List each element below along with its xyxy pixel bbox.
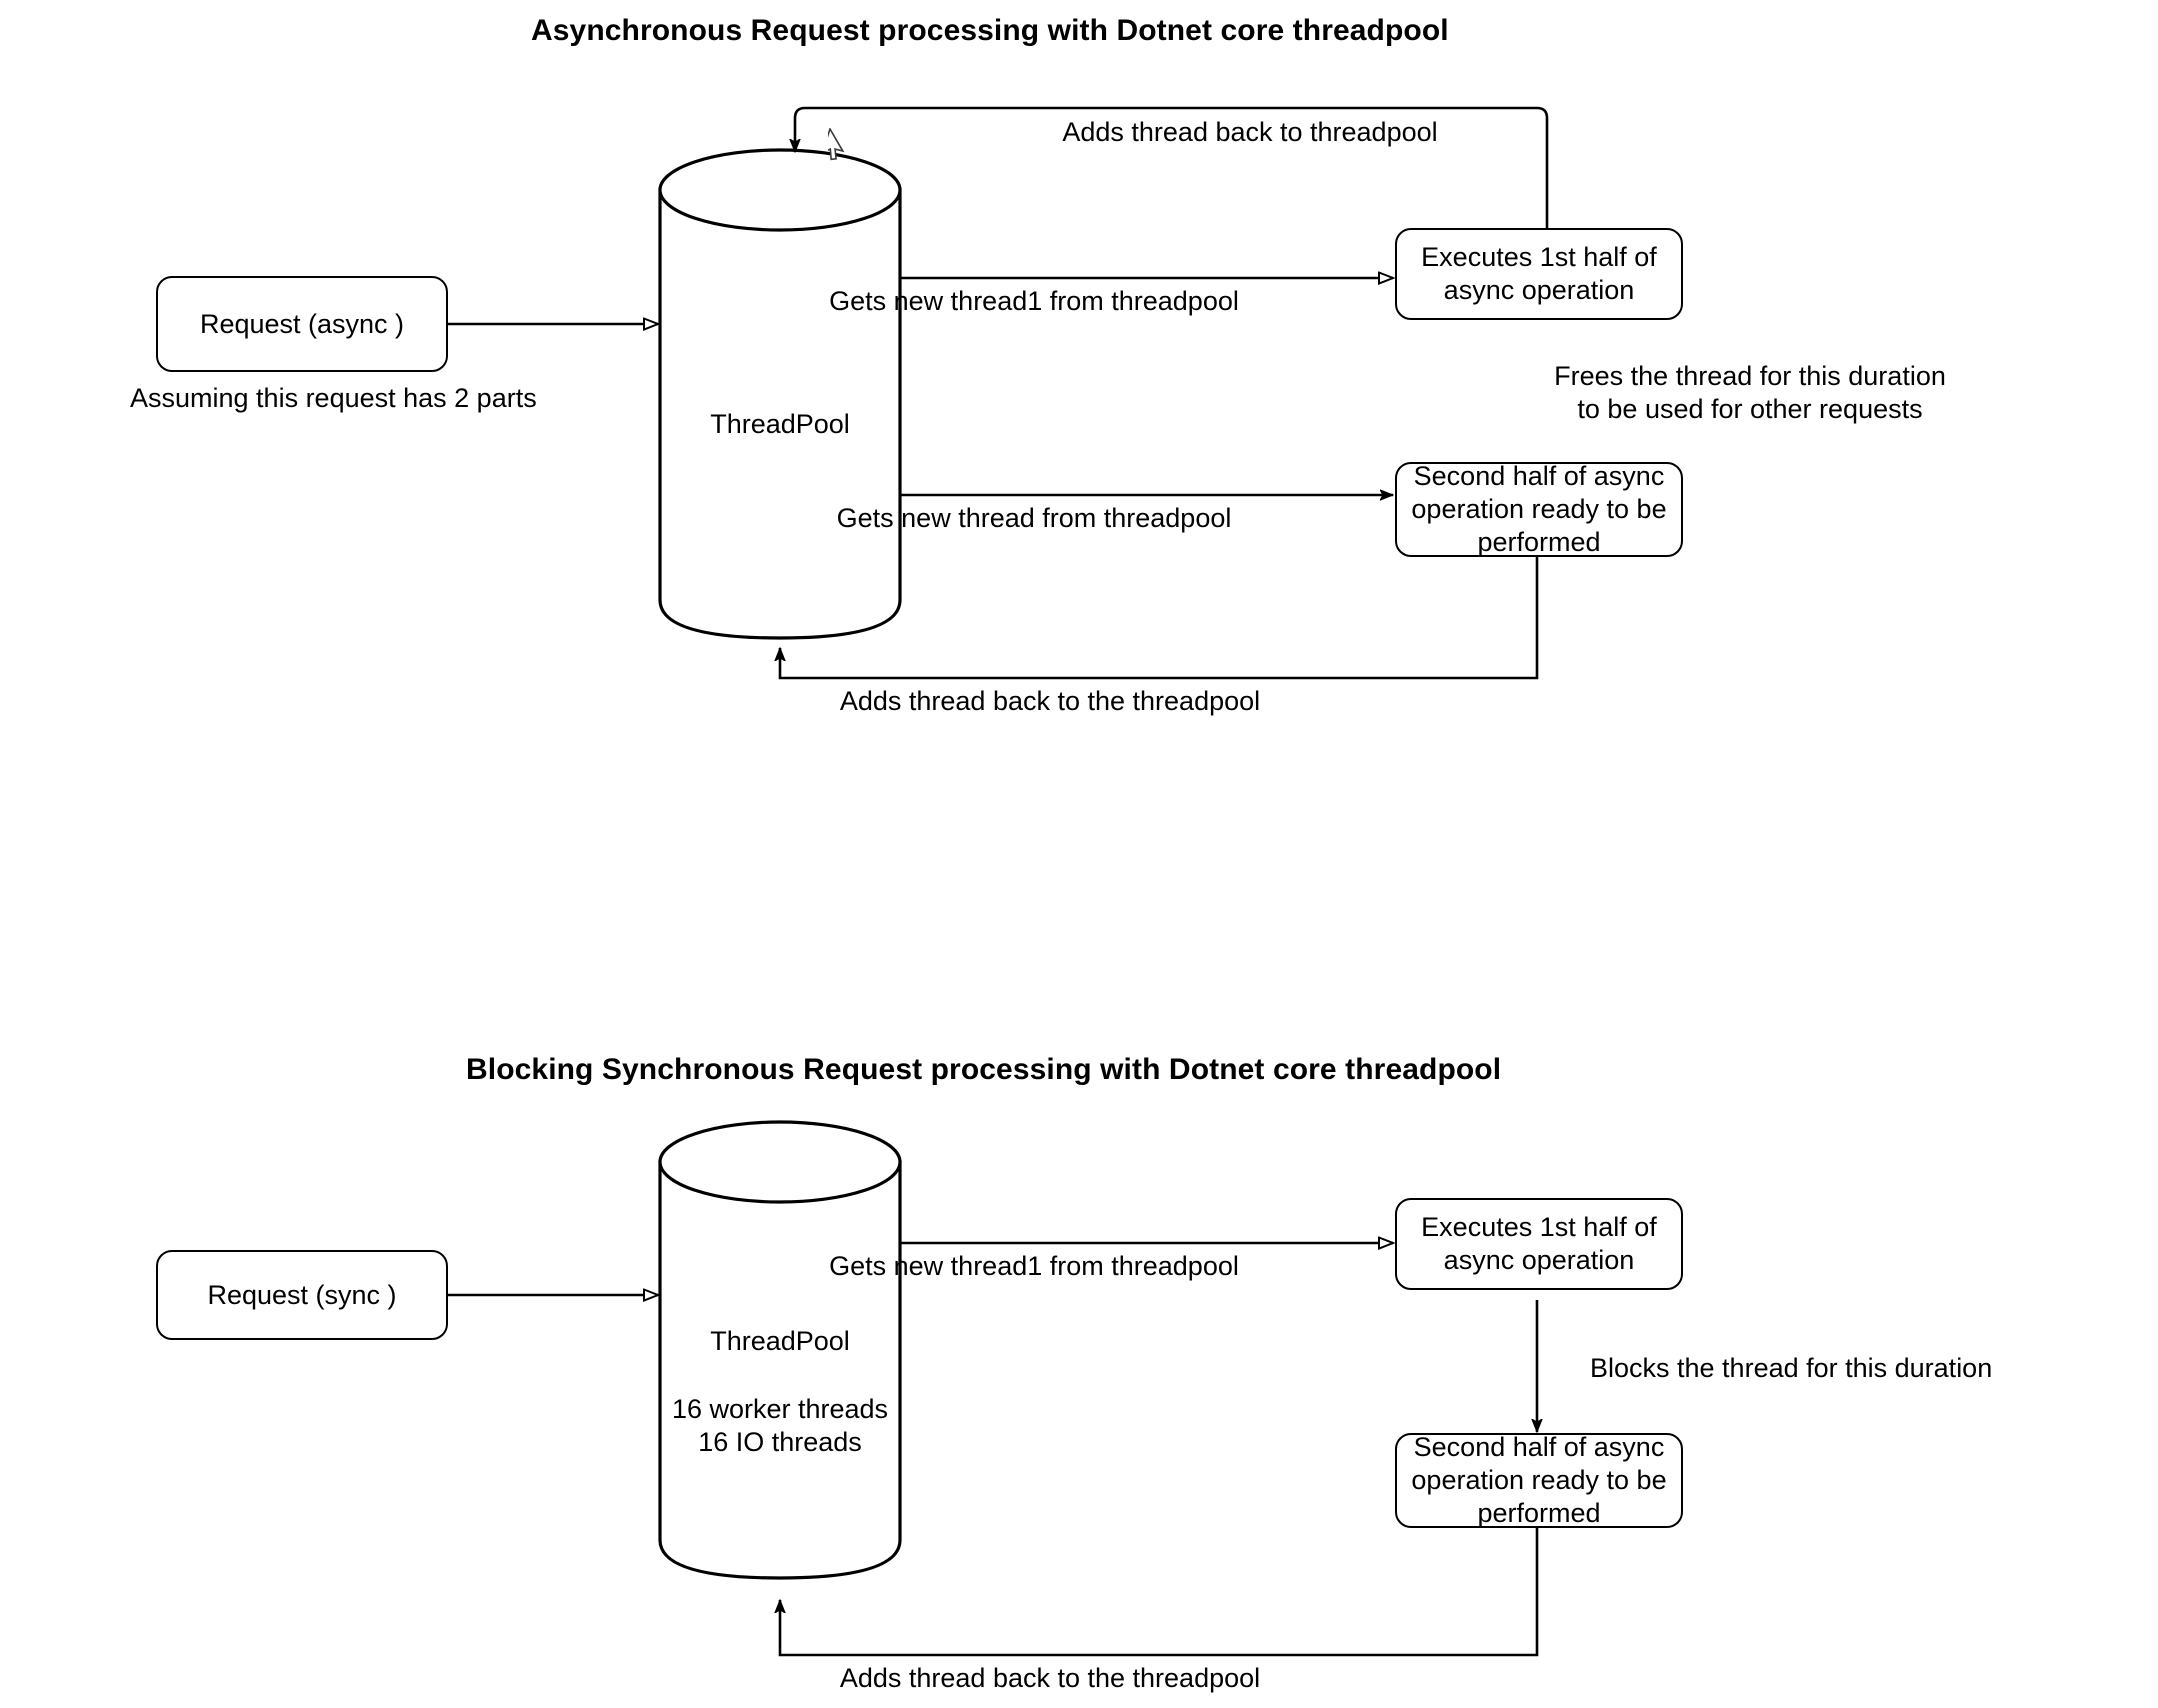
edge-return-bottom-sync: [780, 1527, 1539, 1657]
request-box-sync[interactable]: Request (sync ): [156, 1250, 448, 1340]
edge-return-top-async: [795, 106, 1549, 228]
threadpool-label-sync: ThreadPool: [710, 1326, 850, 1356]
edge-label-return-bottom-sync: Adds thread back to the threadpool: [839, 1663, 1261, 1693]
edge-label-return-top-async: Adds thread back to threadpool: [1062, 117, 1438, 147]
edge-label-get-thread1-sync: Gets new thread1 from threadpool: [829, 1251, 1239, 1281]
side-note-sync: Blocks the thread for this duration: [1590, 1353, 1993, 1383]
edge-return-bottom-async: [780, 557, 1539, 680]
edge-label-get-thread1-async: Gets new thread1 from threadpool: [829, 286, 1239, 316]
request-box-async[interactable]: Request (async ): [156, 276, 448, 372]
threadpool-cylinder-sync: [658, 1120, 902, 1580]
second-half-box-sync[interactable]: Second half of async operation ready to …: [1395, 1432, 1683, 1528]
threadpool-detail-sync: 16 worker threads 16 IO threads: [671, 1394, 889, 1457]
threadpool-cylinder-async: [658, 148, 902, 640]
second-half-box-async[interactable]: Second half of async operation ready to …: [1395, 461, 1683, 557]
diagram-title-sync: Blocking Synchronous Request processing …: [466, 1053, 1502, 1086]
first-half-box-async[interactable]: Executes 1st half of async operation: [1395, 228, 1683, 320]
edge-label-return-bottom-async: Adds thread back to the threadpool: [839, 686, 1261, 716]
threadpool-label-async: ThreadPool: [710, 409, 850, 439]
request-note-async: Assuming this request has 2 parts: [130, 383, 537, 413]
first-half-box-sync[interactable]: Executes 1st half of async operation: [1395, 1198, 1683, 1290]
diagram-title-async: Asynchronous Request processing with Dot…: [531, 14, 1449, 47]
edge-label-get-thread2-async: Gets new thread from threadpool: [836, 503, 1232, 533]
side-note-async: Frees the thread for this duration to be…: [1554, 361, 1946, 424]
